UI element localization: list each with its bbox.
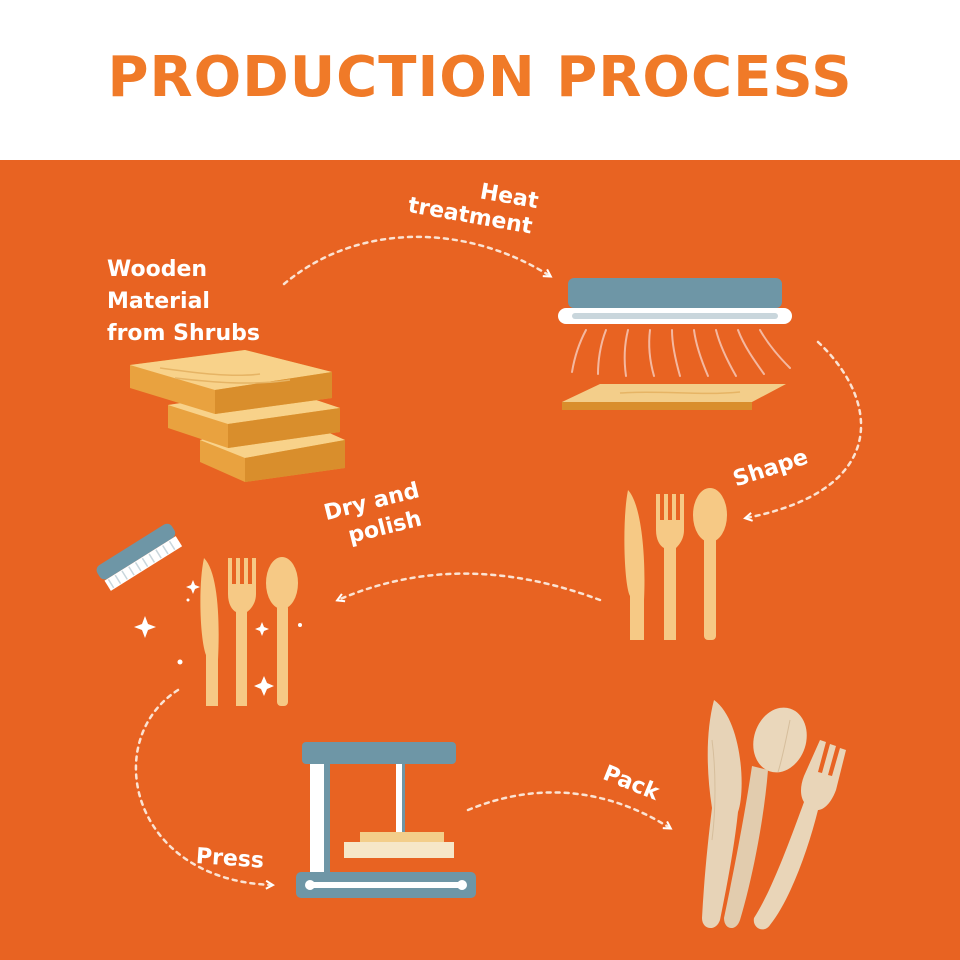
wood-planks-icon xyxy=(130,350,345,482)
polished-cutlery-icon xyxy=(200,557,298,706)
heat-treatment-machine-icon xyxy=(558,278,792,410)
sparkle-icons xyxy=(134,580,302,696)
label-material-line-3: from Shrubs xyxy=(107,321,260,346)
press-machine-icon xyxy=(296,742,476,898)
label-material-line-2: Material xyxy=(107,289,210,314)
polishing-brush-icon xyxy=(96,523,183,591)
label-material: Wooden Material from Shrubs xyxy=(107,254,260,350)
label-material-line-1: Wooden xyxy=(107,257,208,282)
page-title: PRODUCTION PROCESS xyxy=(107,45,853,110)
label-press: Press xyxy=(195,844,265,874)
arrow-dry-to-press xyxy=(134,688,272,885)
header: PRODUCTION PROCESS xyxy=(0,0,960,160)
arrow-material-to-heat xyxy=(282,235,550,286)
cutlery-icon xyxy=(624,488,727,640)
wooden-cutlery-icon xyxy=(702,700,846,930)
arrow-heat-to-shape xyxy=(746,340,863,518)
arrow-press-to-pack xyxy=(466,791,670,828)
arrow-shape-to-dry xyxy=(338,572,602,600)
